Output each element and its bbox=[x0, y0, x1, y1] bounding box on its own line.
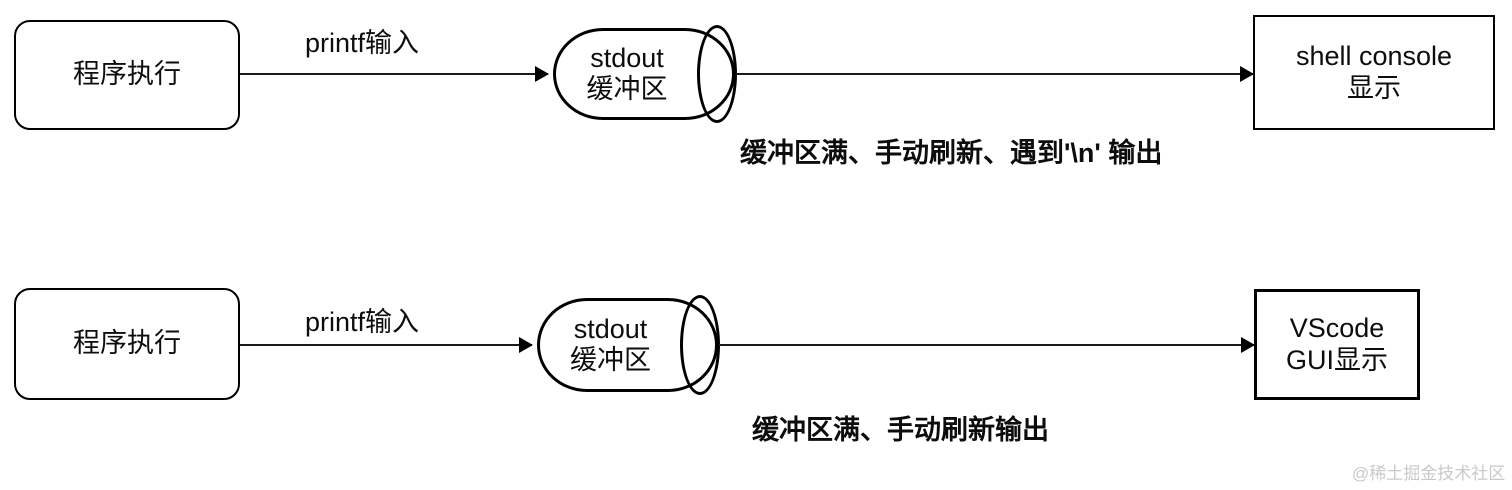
edge-label-flush-condition-bottom: 缓冲区满、手动刷新输出 bbox=[752, 415, 1049, 445]
node-label-line1: stdout bbox=[573, 313, 648, 344]
node-shell-console[interactable]: shell console 显示 bbox=[1253, 15, 1495, 130]
node-label-line2: 显示 bbox=[1347, 72, 1401, 103]
node-label-line1: shell console bbox=[1295, 40, 1453, 71]
node-label-group: stdout 缓冲区 bbox=[553, 28, 735, 120]
node-label: 程序执行 bbox=[73, 59, 181, 90]
edge-label-printf-input-bottom: printf输入 bbox=[305, 307, 420, 337]
node-label-line1: VScode bbox=[1289, 312, 1385, 343]
node-label-line2: 缓冲区 bbox=[570, 345, 651, 375]
node-label-line1: stdout bbox=[590, 42, 664, 73]
node-stdout-buffer-top[interactable]: stdout 缓冲区 bbox=[553, 25, 737, 123]
arrow-program-to-buffer-bottom bbox=[240, 344, 532, 346]
node-program-execution-bottom[interactable]: 程序执行 bbox=[14, 288, 240, 400]
arrow-buffer-to-vscode-gui bbox=[719, 344, 1254, 346]
arrow-buffer-to-shell-console bbox=[736, 73, 1253, 75]
node-program-execution-top[interactable]: 程序执行 bbox=[14, 20, 240, 130]
node-label: 程序执行 bbox=[73, 328, 181, 359]
edge-label-printf-input-top: printf输入 bbox=[305, 28, 420, 58]
node-vscode-gui[interactable]: VScode GUI显示 bbox=[1254, 289, 1420, 400]
node-stdout-buffer-bottom[interactable]: stdout 缓冲区 bbox=[537, 295, 720, 395]
node-label-group: stdout 缓冲区 bbox=[537, 298, 718, 392]
node-label-line2: 缓冲区 bbox=[586, 74, 668, 104]
arrow-program-to-buffer-top bbox=[240, 73, 548, 75]
node-label-line2: GUI显示 bbox=[1285, 344, 1388, 375]
edge-label-flush-condition-top: 缓冲区满、手动刷新、遇到'\n' 输出 bbox=[740, 138, 1163, 168]
watermark: @稀土掘金技术社区 bbox=[1352, 464, 1506, 483]
